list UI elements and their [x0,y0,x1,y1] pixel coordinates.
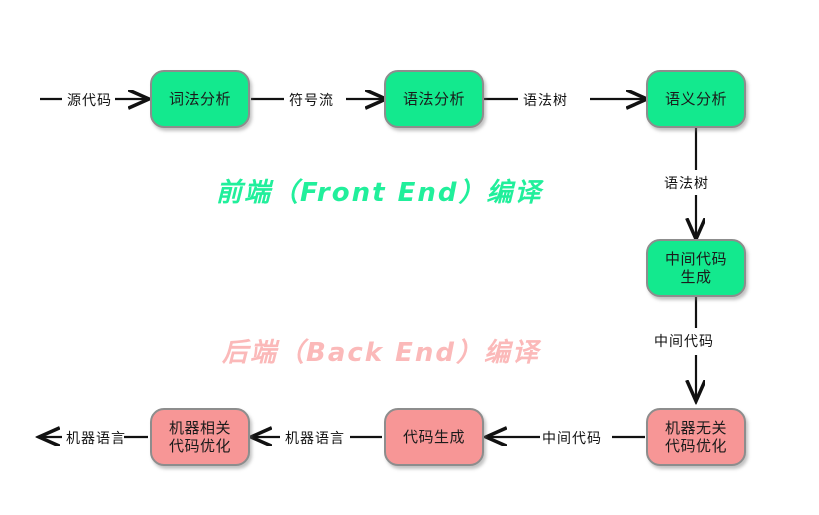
edge-label-intermediate-code-2: 中间代码 [542,431,602,447]
node-intermediate-code-generation-line1: 中间代码 [664,249,727,268]
node-semantic-analysis[interactable]: 语义分析 [646,70,746,128]
node-machine-independent-optimization-line2: 代码优化 [664,437,727,455]
node-machine-independent-optimization-line1: 机器无关 [664,418,727,437]
node-machine-independent-optimization[interactable]: 机器无关 代码优化 [646,408,746,466]
node-syntax-analysis[interactable]: 语法分析 [384,70,484,128]
node-syntax-analysis-line1: 语法分析 [402,89,465,108]
node-machine-dependent-optimization[interactable]: 机器相关 代码优化 [150,408,250,466]
edge-label-token-stream: 符号流 [289,93,334,109]
node-machine-dependent-optimization-line2: 代码优化 [168,437,231,455]
phase-title-back-end: 后端（Back End）编译 [222,338,540,368]
edge-label-machine-language-1: 机器语言 [285,431,345,447]
phase-title-front-end: 前端（Front End）编译 [216,178,543,208]
node-code-generation-line1: 代码生成 [402,427,465,446]
edge-label-machine-language-2: 机器语言 [66,431,126,447]
node-lexical-analysis-line1: 词法分析 [168,89,231,108]
edge-label-syntax-tree-2: 语法树 [664,176,709,192]
edge-label-intermediate-code-1: 中间代码 [654,334,714,350]
edge-label-source-code: 源代码 [67,93,112,109]
node-semantic-analysis-line1: 语义分析 [664,89,727,108]
node-lexical-analysis[interactable]: 词法分析 [150,70,250,128]
node-intermediate-code-generation[interactable]: 中间代码 生成 [646,239,746,297]
node-machine-dependent-optimization-line1: 机器相关 [168,418,231,437]
node-code-generation[interactable]: 代码生成 [384,408,484,466]
edge-label-syntax-tree-1: 语法树 [523,93,568,109]
node-intermediate-code-generation-line2: 生成 [680,268,712,286]
